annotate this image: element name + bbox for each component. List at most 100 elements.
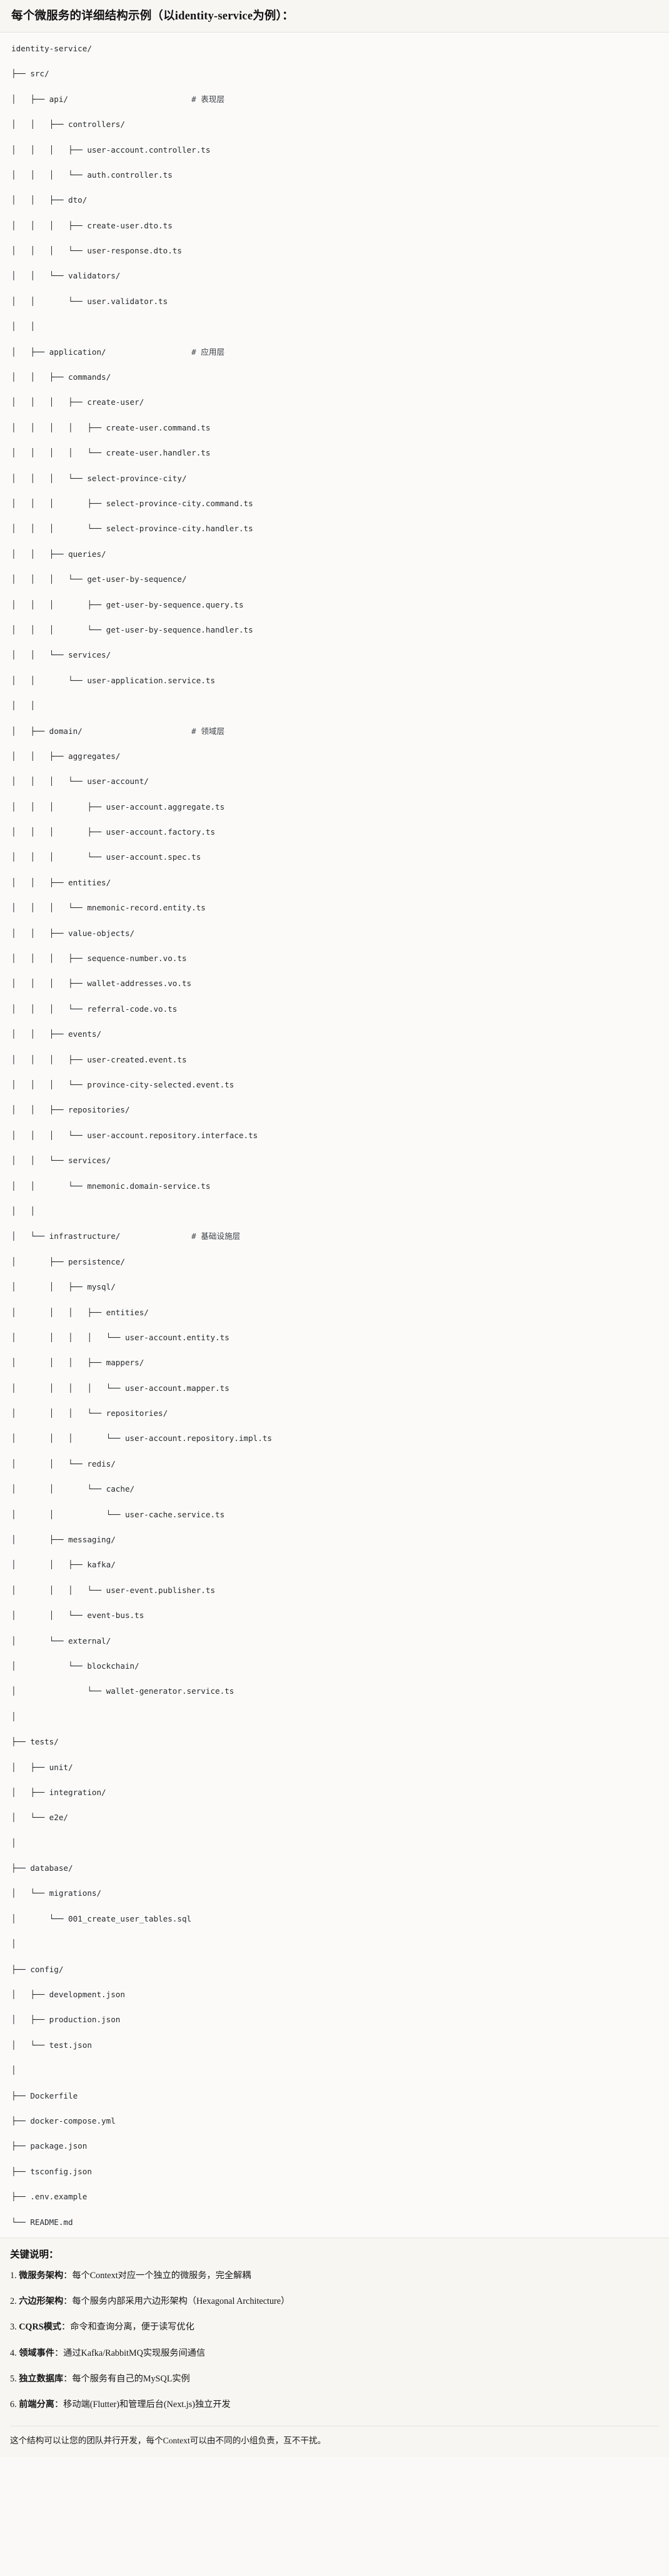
tree-line-comment: # 领域层: [191, 726, 225, 736]
key-note-separator: ：: [54, 2400, 64, 2410]
tree-line: │ │ │ ├── user-created.event.ts: [11, 1054, 187, 1064]
tree-line: │ ├── unit/: [11, 1762, 73, 1772]
tree-line: │ │ └── cache/: [11, 1484, 135, 1494]
tree-line: │ │ ├── commands/: [11, 372, 111, 382]
tree-line: │ └── wallet-generator.service.ts: [11, 1686, 234, 1696]
tree-line: │ ├── api/ # 表现层: [11, 94, 225, 104]
tree-line: │ │ │ ├── user-account.controller.ts: [11, 145, 211, 155]
tree-line: │ │ ├── value-objects/: [11, 928, 135, 938]
tree-line: │ │ │ ├── select-province-city.command.t…: [11, 499, 253, 508]
directory-tree-block: identity-service/ ├── src/ │ ├── api/ # …: [0, 32, 669, 2238]
tree-line: │ │ ├── controllers/: [11, 120, 125, 130]
key-note-name: 领域事件: [19, 2348, 54, 2358]
tree-line: │ ├── domain/ # 领域层: [11, 726, 225, 736]
tree-line: │ │ │ │ └── create-user.handler.ts: [11, 448, 211, 458]
tree-line: │ └── test.json: [11, 2040, 92, 2050]
key-note-name: 独立数据库: [19, 2373, 64, 2384]
key-note-number: 3.: [10, 2322, 19, 2333]
tree-line: │ │ ├── repositories/: [11, 1105, 130, 1115]
tree-line: ├── tests/: [11, 1737, 59, 1747]
key-note-name: 六边形架构: [19, 2296, 64, 2307]
tree-line: │ │ │ ├── get-user-by-sequence.query.ts: [11, 599, 244, 609]
tree-line: │ │ ├── events/: [11, 1029, 102, 1039]
tree-line: │ │ ├── aggregates/: [11, 751, 121, 761]
tree-line: │ │ │ ├── create-user.dto.ts: [11, 220, 173, 230]
tree-line: ├── config/: [11, 1964, 64, 1974]
tree-line: │ │ └── validators/: [11, 271, 121, 281]
tree-line: │ │ │ └── repositories/: [11, 1408, 168, 1418]
tree-line: │ │ │ ├── mappers/: [11, 1358, 144, 1368]
key-note-number: 5.: [10, 2373, 19, 2384]
key-note-description: 通过Kafka/RabbitMQ实现服务间通信: [63, 2348, 206, 2358]
key-note-description: 每个Context对应一个独立的微服务，完全解耦: [72, 2270, 251, 2281]
key-note-number: 4.: [10, 2348, 19, 2358]
tree-line: │ ├── application/ # 应用层: [11, 347, 225, 357]
tree-line: │ │ │ └── get-user-by-sequence/: [11, 574, 187, 584]
key-note-item: 3. CQRS模式：命令和查询分离，便于读写优化: [10, 2321, 659, 2334]
tree-line: │: [11, 1838, 16, 1848]
tree-line: │ │ │ └── user-response.dto.ts: [11, 246, 182, 256]
key-note-name: CQRS模式: [19, 2322, 61, 2333]
key-note-number: 2.: [10, 2296, 19, 2307]
tree-line: │ │ │ │ └── user-account.entity.ts: [11, 1332, 229, 1342]
tree-line: ├── src/: [11, 69, 49, 79]
key-note-separator: ：: [63, 2373, 73, 2384]
closing-paragraph: 这个结构可以让您的团队并行开发，每个Context可以由不同的小组负责，互不干扰…: [10, 2425, 659, 2448]
tree-line: │ │ └── user-cache.service.ts: [11, 1509, 225, 1519]
directory-tree-text: identity-service/ ├── src/ │ ├── api/ # …: [11, 43, 658, 2229]
tree-line: ├── tsconfig.json: [11, 2166, 92, 2176]
tree-line: │ │ └── event-bus.ts: [11, 1611, 144, 1621]
key-note-description: 命令和查询分离，便于读写优化: [70, 2322, 194, 2333]
tree-line: │ │ └── mnemonic.domain-service.ts: [11, 1181, 211, 1191]
tree-line: │ └── migrations/: [11, 1888, 102, 1898]
directory-tree: identity-service/ ├── src/ │ ├── api/ # …: [11, 43, 658, 2229]
tree-line: ├── database/: [11, 1863, 73, 1873]
tree-line: │ │ │ └── mnemonic-record.entity.ts: [11, 903, 206, 913]
tree-line: │ │ │ ├── user-account.factory.ts: [11, 827, 216, 837]
tree-line: identity-service/: [11, 43, 92, 53]
tree-line-comment: # 表现层: [191, 94, 225, 104]
tree-line: ├── package.json: [11, 2141, 88, 2151]
tree-line: │ │ │ ├── entities/: [11, 1307, 149, 1317]
tree-line: │ └── infrastructure/ # 基础设施层: [11, 1231, 241, 1241]
tree-line-comment: # 应用层: [191, 347, 225, 357]
tree-line: │ ├── persistence/: [11, 1256, 125, 1266]
key-note-item: 4. 领域事件：通过Kafka/RabbitMQ实现服务间通信: [10, 2347, 659, 2360]
tree-line: │ │ │ │ └── user-account.mapper.ts: [11, 1383, 229, 1393]
tree-line: │ │ │ └── select-province-city.handler.t…: [11, 524, 253, 534]
tree-line: │ ├── production.json: [11, 2015, 121, 2025]
tree-line: │ │ │ └── select-province-city/: [11, 473, 187, 483]
key-note-name: 微服务架构: [19, 2270, 64, 2281]
tree-line: │ └── e2e/: [11, 1813, 68, 1823]
tree-line: │ │ ├── dto/: [11, 195, 88, 205]
tree-line: ├── .env.example: [11, 2192, 88, 2202]
tree-line: │: [11, 1939, 16, 1949]
key-notes-title: 关键说明：: [10, 2249, 59, 2260]
key-note-number: 1.: [10, 2270, 19, 2281]
key-note-separator: ：: [61, 2322, 71, 2333]
tree-line: │ │ │ ├── sequence-number.vo.ts: [11, 954, 187, 964]
key-note-description: 移动端(Flutter)和管理后台(Next.js)独立开发: [63, 2400, 231, 2410]
tree-line: │ └── 001_create_user_tables.sql: [11, 1913, 192, 1923]
key-note-description: 每个服务内部采用六边形架构（Hexagonal Architecture）: [72, 2296, 290, 2307]
tree-line: │ │: [11, 322, 35, 332]
key-note-description: 每个服务有自己的MySQL实例: [72, 2373, 190, 2384]
key-note-name: 前端分离: [19, 2400, 54, 2410]
tree-line: │ │ │ └── auth.controller.ts: [11, 170, 173, 180]
key-note-item: 2. 六边形架构：每个服务内部采用六边形架构（Hexagonal Archite…: [10, 2295, 659, 2308]
tree-line: │ │ │ └── user-account/: [11, 776, 149, 787]
tree-line: │ │ │ └── user-account.repository.impl.t…: [11, 1433, 273, 1443]
tree-line: │ │ │ ├── user-account.aggregate.ts: [11, 802, 225, 812]
tree-line: │ │ └── services/: [11, 1156, 111, 1166]
tree-line: │ │ └── user.validator.ts: [11, 296, 168, 306]
tree-line: │ └── blockchain/: [11, 1661, 139, 1671]
tree-line: │ │ ├── kafka/: [11, 1560, 116, 1570]
tree-line: │ │ └── services/: [11, 650, 111, 660]
key-note-item: 1. 微服务架构：每个Context对应一个独立的微服务，完全解耦: [10, 2269, 659, 2283]
tree-line: │ │ │ └── user-event.publisher.ts: [11, 1585, 216, 1595]
tree-line: │ │ └── redis/: [11, 1459, 116, 1469]
tree-line: │ │ ├── mysql/: [11, 1282, 116, 1292]
tree-line: │ │ │ ├── wallet-addresses.vo.ts: [11, 979, 192, 989]
key-note-item: 6. 前端分离：移动端(Flutter)和管理后台(Next.js)独立开发: [10, 2398, 659, 2411]
